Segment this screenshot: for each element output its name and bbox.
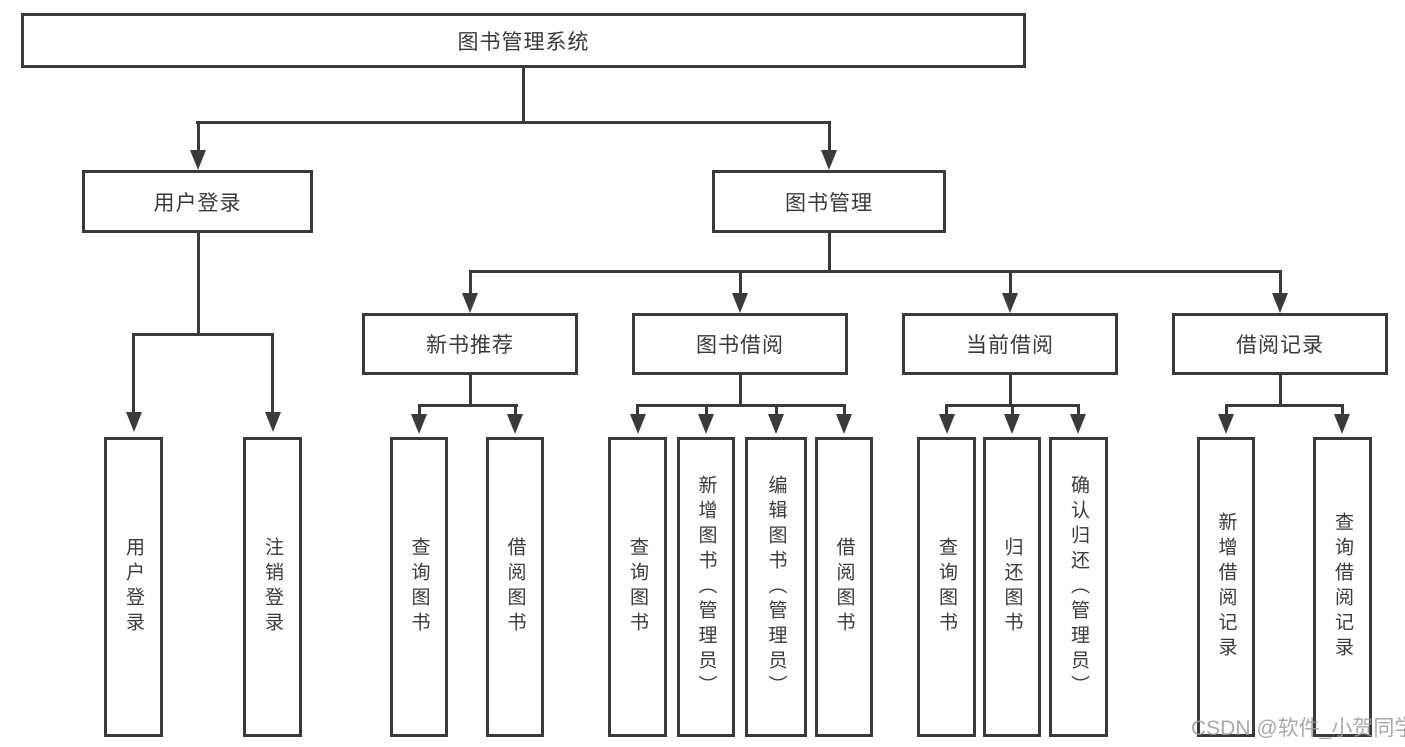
connector-line — [418, 404, 518, 407]
leaf-query-borrow-record: 查询借阅记录 — [1313, 437, 1372, 737]
node-borrowing-records-label: 借阅记录 — [1236, 334, 1324, 357]
arrow-down-icon — [1218, 414, 1234, 434]
connector-line — [739, 375, 742, 407]
leaf-query-book-2: 查询图书 — [608, 437, 667, 737]
connector-line — [1009, 270, 1012, 294]
arrow-down-icon — [768, 414, 784, 434]
node-user-login-label: 用户登录 — [153, 191, 242, 215]
node-book-management-label: 图书管理 — [785, 191, 873, 215]
connector-line — [514, 404, 517, 415]
leaf-query-book-3: 查询图书 — [917, 437, 976, 737]
node-current-borrowing-label: 当前借阅 — [966, 334, 1054, 357]
leaf-user-login: 用户登录 — [104, 437, 163, 737]
leaf-query-book-2-label: 查询图书 — [627, 537, 648, 637]
node-root: 图书管理系统 — [21, 13, 1026, 68]
connector-line — [271, 333, 274, 413]
arrow-down-icon — [836, 414, 852, 434]
leaf-query-borrow-record-label: 查询借阅记录 — [1332, 512, 1353, 662]
arrow-down-icon — [732, 293, 748, 313]
leaf-logout: 注销登录 — [243, 437, 302, 737]
leaf-edit-book-admin: 编辑图书（管理员） — [745, 437, 807, 737]
connector-line — [1279, 375, 1282, 407]
arrow-down-icon — [939, 414, 955, 434]
node-new-book-recommend-label: 新书推荐 — [426, 334, 514, 357]
connector-line — [1009, 375, 1012, 407]
connector-line — [775, 404, 778, 415]
connector-line — [1279, 270, 1282, 294]
node-book-borrowing: 图书借阅 — [632, 313, 848, 375]
leaf-return-book: 归还图书 — [983, 437, 1041, 737]
connector-line — [522, 68, 525, 124]
connector-line — [1225, 404, 1228, 415]
leaf-add-borrow-record-label: 新增借阅记录 — [1215, 512, 1237, 662]
connector-line — [828, 121, 831, 152]
connector-line — [469, 270, 1281, 273]
connector-line — [197, 233, 200, 336]
node-borrowing-records: 借阅记录 — [1172, 313, 1388, 375]
connector-line — [945, 404, 948, 415]
leaf-edit-book-admin-label: 编辑图书（管理员） — [765, 474, 787, 700]
arrow-down-icon — [821, 150, 837, 170]
leaf-query-book-3-label: 查询图书 — [936, 537, 957, 637]
connector-line — [469, 270, 472, 294]
connector-line — [197, 121, 200, 152]
arrow-down-icon — [462, 293, 478, 313]
connector-line — [705, 404, 708, 415]
connector-line — [636, 404, 639, 415]
connector-line — [1011, 404, 1014, 415]
node-new-book-recommend: 新书推荐 — [362, 313, 578, 375]
arrow-down-icon — [126, 412, 142, 432]
connector-line — [196, 121, 831, 124]
connector-line — [132, 333, 274, 336]
watermark-text: CSDN @软件_小贺同学 — [1191, 717, 1405, 740]
node-root-label: 图书管理系统 — [457, 30, 590, 54]
leaf-borrow-book-2-label: 借阅图书 — [833, 537, 855, 637]
arrow-down-icon — [265, 412, 281, 432]
connector-line — [469, 375, 472, 407]
leaf-logout-label: 注销登录 — [262, 537, 283, 637]
arrow-down-icon — [1272, 293, 1288, 313]
arrow-down-icon — [190, 150, 206, 170]
arrow-down-icon — [1002, 293, 1018, 313]
leaf-add-book-admin-label: 新增图书（管理员） — [695, 474, 717, 700]
node-user-login: 用户登录 — [82, 170, 313, 233]
connector-line — [828, 233, 831, 273]
leaf-query-book-1-label: 查询图书 — [408, 537, 430, 637]
arrow-down-icon — [1070, 414, 1086, 434]
arrow-down-icon — [698, 414, 714, 434]
connector-line — [418, 404, 421, 415]
node-current-borrowing: 当前借阅 — [902, 313, 1118, 375]
leaf-borrow-book-2: 借阅图书 — [815, 437, 873, 737]
arrow-down-icon — [1004, 414, 1020, 434]
arrow-down-icon — [507, 414, 523, 434]
leaf-borrow-book-1-label: 借阅图书 — [504, 537, 526, 637]
arrow-down-icon — [630, 414, 646, 434]
leaf-query-book-1: 查询图书 — [390, 437, 448, 737]
node-book-management: 图书管理 — [712, 170, 946, 233]
connector-line — [1077, 404, 1080, 415]
arrow-down-icon — [1334, 414, 1350, 434]
leaf-confirm-return-admin: 确认归还（管理员） — [1049, 437, 1108, 737]
leaf-borrow-book-1: 借阅图书 — [486, 437, 544, 737]
arrow-down-icon — [411, 414, 427, 434]
node-book-borrowing-label: 图书借阅 — [696, 334, 784, 357]
leaf-return-book-label: 归还图书 — [1001, 537, 1023, 637]
connector-line — [1341, 404, 1344, 415]
connector-line — [739, 270, 742, 294]
connector-line — [132, 333, 135, 413]
leaf-user-login-label: 用户登录 — [123, 537, 144, 637]
connector-line — [843, 404, 846, 415]
leaf-confirm-return-admin-label: 确认归还（管理员） — [1068, 474, 1089, 700]
leaf-add-book-admin: 新增图书（管理员） — [677, 437, 735, 737]
connector-line — [1225, 404, 1344, 407]
leaf-add-borrow-record: 新增借阅记录 — [1197, 437, 1255, 737]
connector-line — [636, 404, 846, 407]
